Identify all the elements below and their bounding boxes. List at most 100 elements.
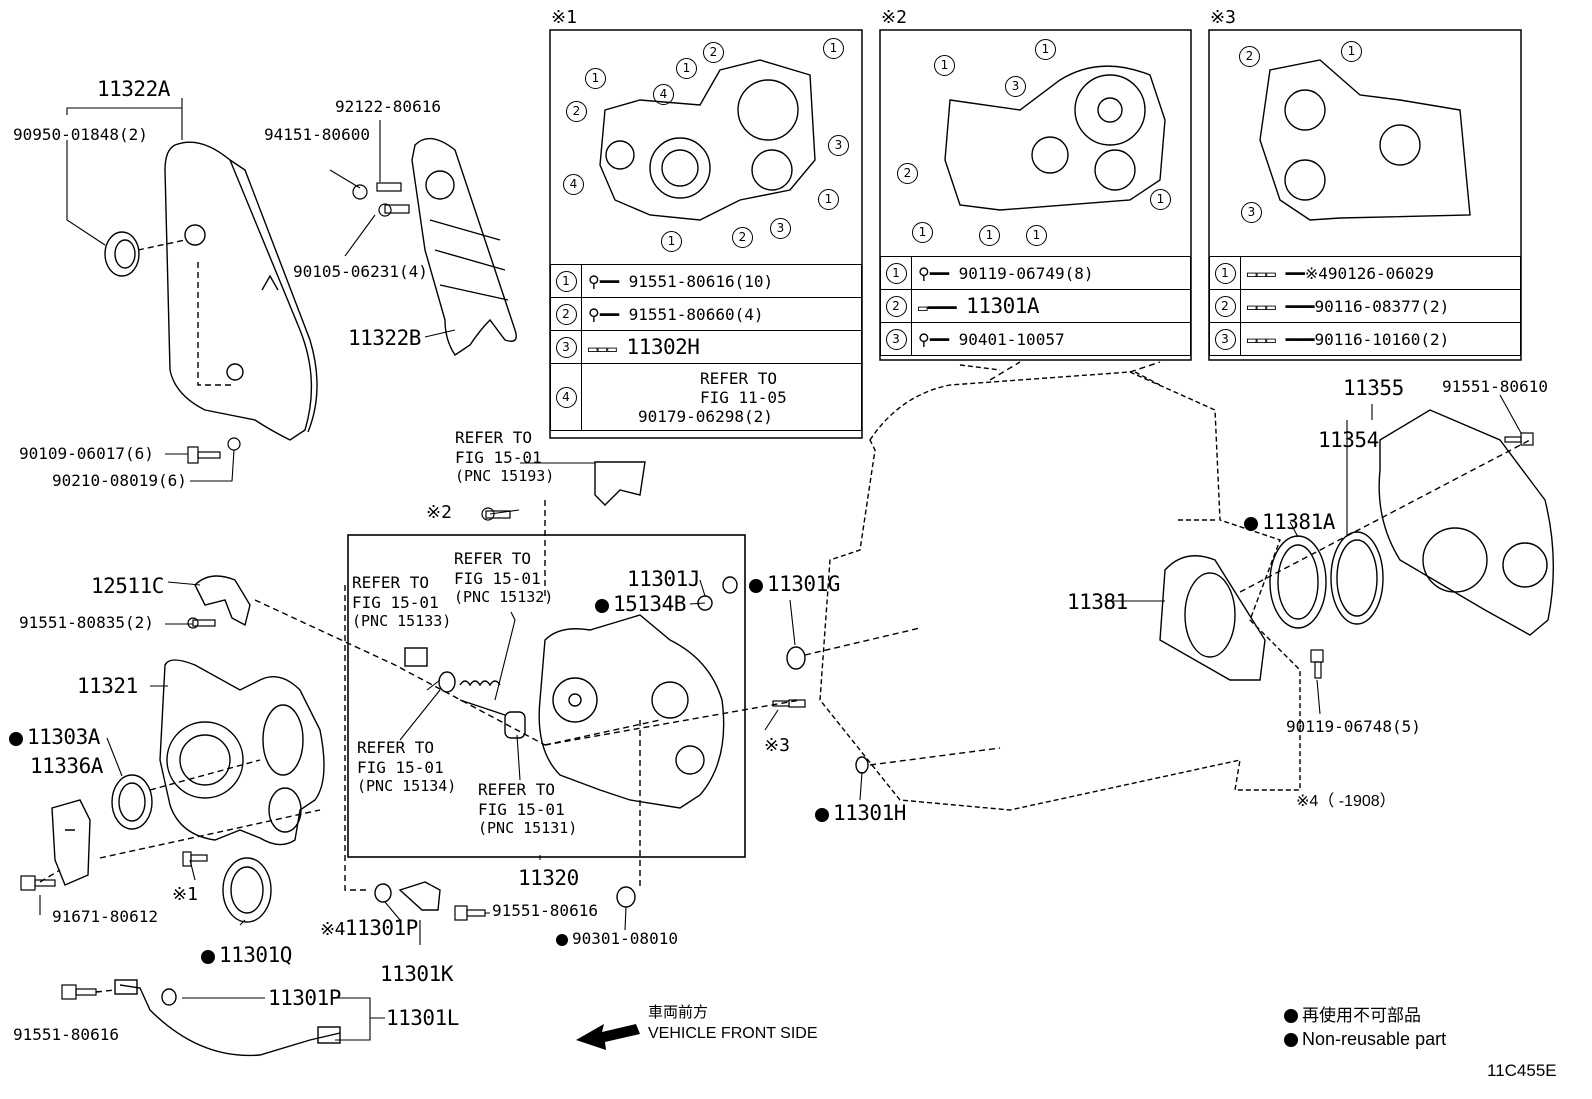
- plate-11336A: [51, 799, 91, 886]
- label-15134B: 15134B: [595, 593, 686, 615]
- stud-icon: ▭▭▭: [588, 339, 617, 358]
- o-ring-11301G: [786, 646, 806, 670]
- table-row: 1⚲━━ 91551-80616(10): [550, 264, 862, 298]
- note-m4-range: ※4（ -1908）: [1296, 793, 1396, 810]
- label-11320: 11320: [518, 866, 579, 890]
- table-row: 3▭▭▭ ━━━90116-10160(2): [1209, 322, 1521, 356]
- inset-mark-3: ※3: [1210, 7, 1236, 28]
- table-row: 2⚲━━ 91551-80660(4): [550, 297, 862, 331]
- relief-valve-parts: [404, 647, 526, 739]
- label-11381A: 11381A: [1244, 511, 1335, 533]
- engine-block: [819, 364, 1301, 811]
- non-reusable-dot: [9, 732, 23, 746]
- label-91671-80612: 91671-80612: [52, 907, 158, 926]
- label-11301J: 11301J: [627, 567, 700, 591]
- figure-code: 11C455E: [1487, 1061, 1557, 1080]
- bolt-icon: ⚲━━: [588, 304, 619, 324]
- label-90119-06748: 90119-06748(5): [1286, 717, 1421, 736]
- bracket-12511C: [194, 575, 251, 627]
- label-11301H: 11301H: [815, 802, 906, 824]
- label-91551-80610: 91551-80610: [1442, 377, 1548, 396]
- non-reusable-dot: [1284, 1033, 1298, 1047]
- note-m3-bolt: ※3: [764, 735, 790, 756]
- timing-cover-rear: [411, 137, 517, 356]
- table-row: 2▭▭▭ ━━━90116-08377(2): [1209, 289, 1521, 323]
- gasket-15193: [594, 461, 646, 506]
- label-90109-06017: 90109-06017(6): [19, 444, 154, 463]
- label-94151-80600: 94151-80600: [264, 125, 370, 144]
- non-reusable-dot: [1244, 517, 1258, 531]
- label-90950-01848: 90950-01848(2): [13, 125, 148, 144]
- stud-icon: ▭▭▭: [1247, 263, 1276, 283]
- inset-diagram-3: [1208, 29, 1522, 361]
- inset1-parts-table: 1⚲━━ 91551-80616(10) 2⚲━━ 91551-80660(4)…: [550, 264, 862, 431]
- non-reusable-dot: [201, 950, 215, 964]
- non-reusable-dot: [815, 808, 829, 822]
- label-11301P-top: ※411301P: [320, 916, 418, 940]
- leader-dashes: [137, 239, 232, 386]
- label-90301-08010: 90301-08010: [556, 930, 678, 948]
- label-92122-80616: 92122-80616: [335, 97, 441, 116]
- label-12511C: 12511C: [91, 574, 164, 598]
- leader-lines: [39, 98, 1522, 1041]
- non-reusable-dot: [749, 579, 763, 593]
- table-row: 3▭▭▭ 11302H: [550, 330, 862, 364]
- oil-seal-11301Q: [222, 857, 272, 923]
- non-reusable-dot: [556, 934, 568, 946]
- label-11322B: 11322B: [348, 326, 421, 350]
- note-m2-bolt: ※2: [426, 502, 452, 523]
- label-11355: 11355: [1343, 376, 1404, 400]
- note-m1-bolt: ※1: [172, 884, 198, 905]
- label-11336A: 11336A: [30, 754, 103, 778]
- label-91551-80616-a: 91551-80616: [492, 901, 598, 920]
- timing-belt-cover-upper: [164, 141, 318, 441]
- o-ring-11301P: [374, 883, 392, 903]
- vehicle-front-jp: 車両前方: [648, 1004, 709, 1021]
- inset3-parts-table: 1▭▭▭ ━━※490126-06029 2▭▭▭ ━━━90116-08377…: [1209, 256, 1521, 356]
- end-plate-11355: [1378, 409, 1555, 636]
- oil-seal-11303A: [111, 774, 153, 830]
- table-row: 4 REFER TO FIG 11-05 90179-06298(2): [550, 363, 862, 431]
- label-11381: 11381: [1067, 590, 1128, 614]
- label-91551-80835: 91551-80835(2): [19, 613, 154, 632]
- label-11301Q: 11301Q: [201, 944, 292, 966]
- legend-non-reusable-en: Non-reusable part: [1284, 1030, 1446, 1048]
- inset-mark-1: ※1: [551, 7, 577, 28]
- non-reusable-dot: [1284, 1009, 1298, 1023]
- pin-icon: ▭━━━: [918, 298, 957, 317]
- sensor-11301K: [398, 881, 441, 911]
- label-11321: 11321: [77, 674, 138, 698]
- bolt-icon: ⚲━━: [918, 263, 949, 283]
- plate-11354: [1330, 531, 1384, 625]
- oil-pump-housing: [538, 614, 725, 809]
- non-reusable-dot: [595, 599, 609, 613]
- label-90105-06231: 90105-06231(4): [293, 262, 428, 281]
- o-ring-90301: [616, 886, 636, 908]
- bolt-icon: ⚲━━: [588, 271, 619, 291]
- table-row: 3⚲━━ 90401-10057: [880, 322, 1191, 356]
- crank-sensor-harness: [119, 984, 341, 1057]
- label-11301P-bottom: 11301P: [268, 986, 341, 1010]
- label-11301K: 11301K: [380, 962, 453, 986]
- rear-seal-retainer: [1159, 555, 1266, 681]
- inset-diagram-1: [549, 29, 863, 439]
- label-11303A: 11303A: [9, 726, 100, 748]
- seal-washer: [104, 231, 140, 277]
- label-11301G: 11301G: [749, 573, 840, 595]
- o-ring-11301H: [855, 756, 869, 774]
- label-11322A: 11322A: [97, 77, 170, 101]
- vehicle-front-en: VEHICLE FRONT SIDE: [648, 1025, 818, 1042]
- label-11354: 11354: [1318, 428, 1379, 452]
- table-row: 1⚲━━ 90119-06749(8): [880, 256, 1191, 290]
- legend-non-reusable-jp: 再使用不可部品: [1284, 1007, 1421, 1025]
- bolt-icon: ⚲━━: [918, 329, 949, 349]
- label-90210-08019: 90210-08019(6): [52, 471, 187, 490]
- vehicle-front-arrow: [576, 1024, 640, 1050]
- inset2-parts-table: 1⚲━━ 90119-06749(8) 2▭━━━ 11301A 3⚲━━ 90…: [880, 256, 1191, 356]
- label-91551-80616-b: 91551-80616: [13, 1025, 119, 1044]
